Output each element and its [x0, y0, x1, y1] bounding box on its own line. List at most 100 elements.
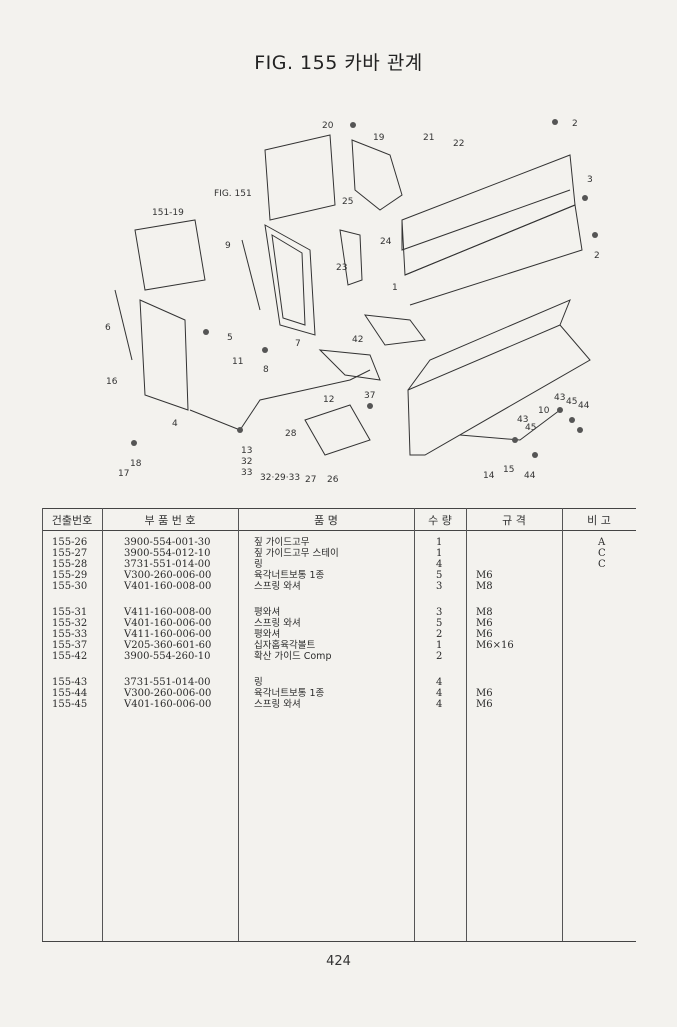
cell-qty: 3 — [436, 607, 443, 618]
column-divider — [238, 508, 239, 941]
cell-part: 3900-554-260-10 — [124, 651, 211, 662]
cell-part: V401-160-006-00 — [124, 618, 212, 629]
cell-qty: 5 — [436, 618, 443, 629]
cell-qty: 1 — [436, 537, 443, 548]
callout-label: 151-19 — [152, 208, 184, 218]
callout-label: 9 — [225, 241, 231, 251]
cell-name: 스프링 와셔 — [254, 618, 301, 629]
cell-qty: 1 — [436, 640, 443, 651]
column-divider — [562, 508, 563, 941]
callout-label: 8 — [263, 365, 269, 375]
callout-label: 23 — [336, 263, 347, 273]
table-bottom-rule — [42, 941, 636, 942]
cell-qty: 5 — [436, 570, 443, 581]
cell-spec: M8 — [476, 607, 493, 618]
callout-label: 32·29·33 — [260, 473, 300, 483]
cell-code: 155-26 — [52, 537, 88, 548]
callout-label: 44 — [524, 471, 536, 481]
cell-part: V401-160-006-00 — [124, 699, 212, 710]
cell-part: 3731-551-014-00 — [124, 559, 211, 570]
cell-name: 평와셔 — [254, 607, 281, 618]
callout-label: 17 — [118, 469, 129, 479]
callout-label: 16 — [106, 377, 118, 387]
callout-label: 18 — [130, 459, 142, 469]
callout-label: 26 — [327, 475, 339, 485]
cell-spec: M6 — [476, 699, 493, 710]
figure-reference: FIG. 151 — [214, 189, 252, 199]
callout-label: 11 — [232, 357, 243, 367]
cell-name: 링 — [254, 559, 263, 570]
cell-spec: M6×16 — [476, 640, 514, 651]
header-part-number: 부 품 번 호 — [144, 514, 196, 527]
cell-name: 십자홈육각볼트 — [254, 640, 316, 651]
cell-qty: 2 — [436, 651, 443, 662]
cell-code: 155-33 — [52, 629, 88, 640]
callout-label: 43 — [554, 393, 565, 403]
cell-spec: M6 — [476, 618, 493, 629]
cell-spec: M6 — [476, 570, 493, 581]
cell-qty: 4 — [436, 688, 443, 699]
cell-part: V411-160-008-00 — [124, 607, 212, 618]
callout-label: 25 — [342, 197, 353, 207]
cell-name: 짚 가이드고무 — [254, 537, 310, 548]
cell-qty: 4 — [436, 699, 443, 710]
callout-label: 15 — [503, 465, 514, 475]
cell-code: 155-44 — [52, 688, 88, 699]
table-header-rule — [42, 530, 636, 531]
cell-code: 155-28 — [52, 559, 88, 570]
cell-code: 155-42 — [52, 651, 88, 662]
callout-label: 1 — [392, 283, 398, 293]
cell-part: V411-160-006-00 — [124, 629, 212, 640]
cell-qty: 1 — [436, 548, 443, 559]
exploded-parts-diagram: 20 19 21 22 2 3 2 1 151-19 9 25 24 23 6 … — [105, 119, 600, 485]
callout-label: 5 — [227, 333, 233, 343]
callout-label: 14 — [483, 471, 495, 481]
cell-spec: M8 — [476, 581, 493, 592]
cell-name: 육각너트보통 1종 — [254, 688, 325, 699]
cell-note: C — [598, 559, 606, 570]
figure-title: FIG. 155 카바 관계 — [254, 52, 423, 74]
table-row: 155-32 V401-160-006-00 스프링 와셔 5 M6 — [0, 618, 677, 629]
table-border — [42, 508, 43, 941]
callout-label: 19 — [373, 133, 385, 143]
cell-part: 3900-554-012-10 — [124, 548, 211, 559]
callout-label: 24 — [380, 237, 392, 247]
table-row: 155-26 3900-554-001-30 짚 가이드고무 1 A — [0, 537, 677, 548]
callout-label: 44 — [578, 401, 590, 411]
cell-code: 155-32 — [52, 618, 88, 629]
callout-label: 6 — [105, 323, 111, 333]
callout-label: 42 — [352, 335, 363, 345]
callout-label: 4 — [172, 419, 178, 429]
cell-part: V300-260-006-00 — [124, 688, 212, 699]
callout-label: 27 — [305, 475, 316, 485]
column-divider — [466, 508, 467, 941]
header-quantity: 수 량 — [428, 514, 452, 527]
cell-spec: M6 — [476, 629, 493, 640]
cell-name: 평와셔 — [254, 629, 281, 640]
callout-label: 37 — [364, 391, 375, 401]
cell-part: V300-260-006-00 — [124, 570, 212, 581]
table-top-rule — [42, 508, 636, 509]
callout-label: 21 — [423, 133, 434, 143]
callout-label: 12 — [323, 395, 334, 405]
callout-label: 32 — [241, 457, 252, 467]
cell-qty: 3 — [436, 581, 443, 592]
cell-qty: 4 — [436, 677, 443, 688]
callout-label: 22 — [453, 139, 464, 149]
header-note: 비 고 — [587, 514, 611, 527]
callout-label: 33 — [241, 468, 252, 478]
cell-code: 155-29 — [52, 570, 88, 581]
cell-part: 3900-554-001-30 — [124, 537, 211, 548]
cell-note: C — [598, 548, 606, 559]
cell-code: 155-31 — [52, 607, 88, 618]
cell-note: A — [598, 537, 606, 548]
callout-label: 10 — [538, 406, 550, 416]
callout-label: 2 — [572, 119, 578, 129]
